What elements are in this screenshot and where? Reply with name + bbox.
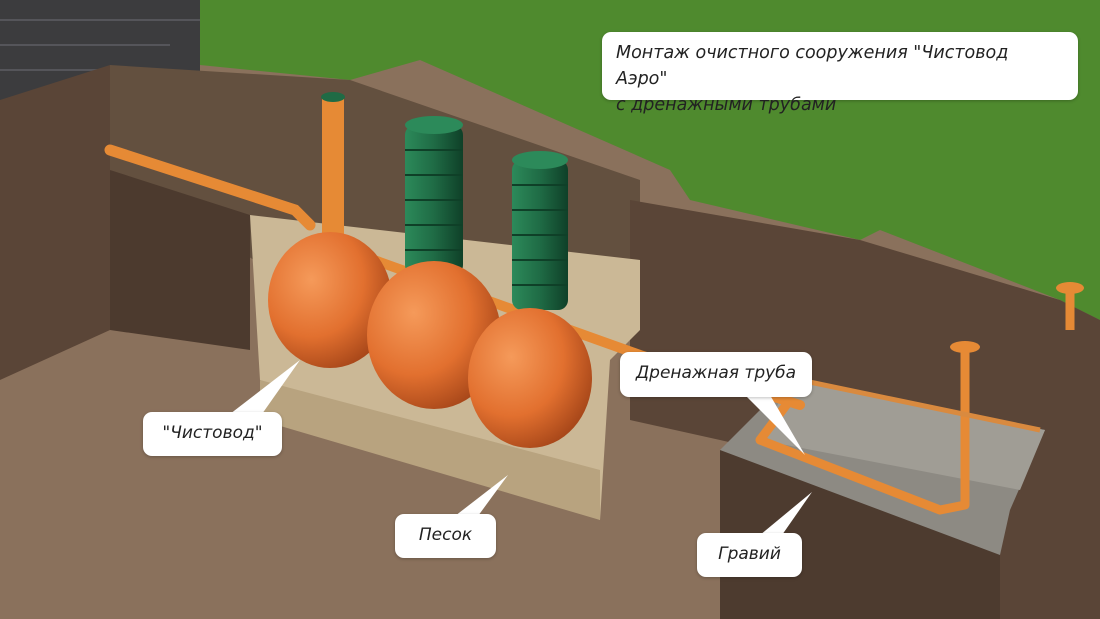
pointer-gravel xyxy=(760,492,812,535)
inlet-pipe xyxy=(104,144,316,231)
vent-cap-green xyxy=(321,92,345,102)
vent-cap xyxy=(950,341,980,353)
soil-wall-left xyxy=(0,65,110,380)
title-callout: Монтаж очистного сооружения "Чистовод Аэ… xyxy=(602,32,1078,115)
tank-1 xyxy=(268,232,392,368)
label-gravel: Гравий xyxy=(697,533,802,577)
tank-3 xyxy=(468,308,592,448)
label-drain-pipe: Дренажная труба xyxy=(620,352,812,397)
vent-cap-right xyxy=(1056,282,1084,294)
drain-pipe-back xyxy=(799,377,1041,433)
label-sand: Песок xyxy=(395,514,496,558)
pointer-sand xyxy=(455,475,508,516)
pointer-tank xyxy=(230,360,300,414)
sand-edge xyxy=(260,380,600,520)
label-tank: "Чистовод" xyxy=(143,412,282,456)
vent-pipe xyxy=(322,98,344,238)
tank-2 xyxy=(367,261,501,409)
gravel-top xyxy=(760,380,1045,490)
pointer-drain xyxy=(745,395,805,455)
soil-wall-shadow xyxy=(110,170,250,350)
drain-pipe xyxy=(755,350,970,515)
title-line-2: с дренажными трубами xyxy=(616,95,837,115)
title-line-1: Монтаж очистного сооружения "Чистовод Аэ… xyxy=(616,43,1009,89)
